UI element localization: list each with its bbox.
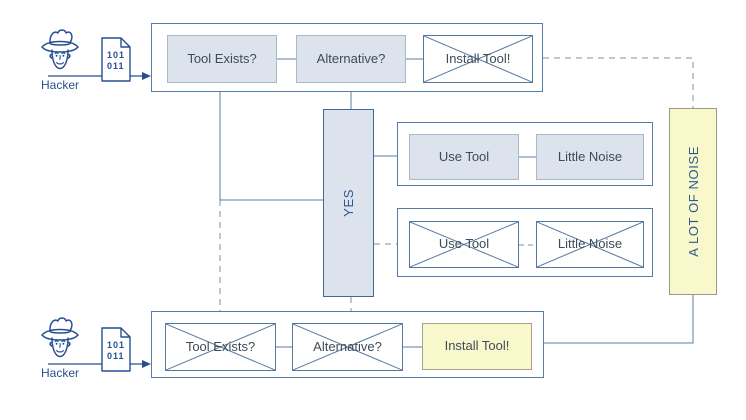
edge-toolexists-to-yes [219, 92, 323, 201]
node-alternative-top: Alternative? [296, 35, 406, 83]
node-yes: YES [323, 109, 374, 297]
node-label: Use Tool [438, 236, 490, 252]
node-little-noise-crossed: Little Noise [536, 221, 644, 268]
node-label: Little Noise [557, 236, 623, 252]
file-line-1: 101 [107, 50, 125, 60]
node-alternative-bottom-crossed: Alternative? [292, 323, 403, 371]
container-bottom-flow: Tool Exists? Alternative? Install Tool! [151, 311, 544, 378]
container-top-flow: Tool Exists? Alternative? Install Tool! [151, 23, 543, 92]
container-quiet-path: Use Tool Little Noise [397, 122, 653, 186]
node-tool-exists-bottom-crossed: Tool Exists? [165, 323, 276, 371]
arrowhead-top [142, 72, 151, 80]
edge-topflow-to-noise-dashed [543, 57, 694, 108]
binary-file-icon: 101 011 [101, 327, 131, 372]
file-line-2: 011 [107, 61, 125, 71]
node-install-tool-bottom-highlighted: Install Tool! [422, 323, 532, 370]
node-use-tool-crossed: Use Tool [409, 221, 519, 268]
node-label: YES [341, 189, 356, 217]
node-a-lot-of-noise: A LOT OF NOISE [669, 108, 717, 295]
node-label: Little Noise [557, 148, 623, 164]
edge-noise-to-bottom-flow [544, 295, 694, 344]
actor-top-label: Hacker [40, 78, 79, 92]
cross-out-mark [424, 36, 532, 82]
actor-bottom-label: Hacker [40, 366, 79, 380]
hacker-icon [41, 29, 79, 70]
node-label: Install Tool! [444, 338, 510, 354]
file-line-2: 011 [107, 351, 125, 361]
cross-out-mark [166, 324, 275, 370]
node-label: Tool Exists? [187, 50, 257, 66]
cross-out-mark [293, 324, 402, 370]
node-label: Alternative? [313, 338, 382, 354]
node-use-tool: Use Tool [409, 134, 519, 180]
node-label: Tool Exists? [185, 338, 256, 354]
node-tool-exists-top: Tool Exists? [167, 35, 277, 83]
node-little-noise: Little Noise [536, 134, 644, 180]
file-line-1: 101 [107, 340, 125, 350]
node-label: Alternative? [316, 50, 386, 66]
hacker-icon [41, 317, 79, 358]
binary-file-icon: 101 011 [101, 37, 131, 82]
container-noisy-path: Use Tool Little Noise [397, 208, 653, 277]
node-install-tool-top-crossed: Install Tool! [423, 35, 533, 83]
node-label: A LOT OF NOISE [685, 146, 701, 257]
cross-out-mark [410, 222, 518, 267]
node-label: Install Tool! [445, 50, 511, 66]
cross-out-mark [537, 222, 643, 267]
node-label: Use Tool [438, 148, 490, 164]
arrowhead-bottom [142, 360, 151, 368]
